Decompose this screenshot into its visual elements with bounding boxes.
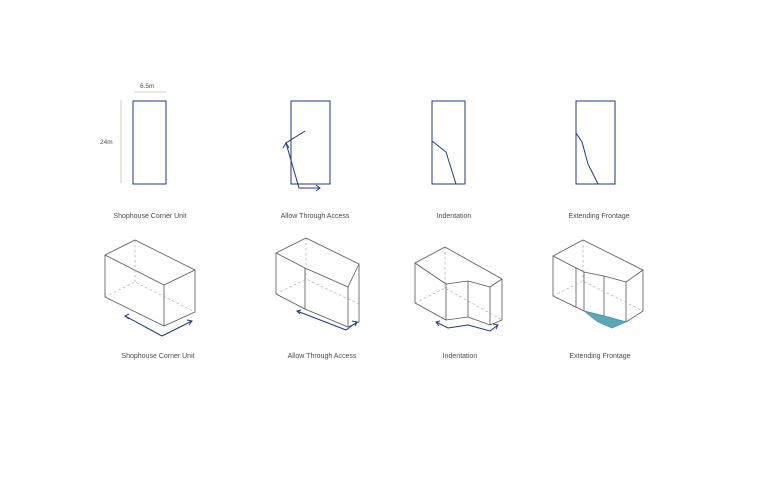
plan-label-1: Shophouse Corner Unit xyxy=(113,213,186,220)
axo-front-face-a xyxy=(552,256,585,312)
axo-through-access xyxy=(275,237,360,331)
axo-roof xyxy=(275,237,360,288)
plan-label-4: Extending Frontage xyxy=(568,213,629,220)
axo-frontage-extension xyxy=(583,310,627,329)
axo-roof xyxy=(552,239,644,283)
axo-indent-face xyxy=(445,281,469,321)
axo-indentation xyxy=(414,246,503,332)
axo-access-line xyxy=(296,310,358,331)
indent-line xyxy=(431,140,457,185)
width-dimension-label: 6.5m xyxy=(140,83,154,90)
axo-side-face xyxy=(489,279,503,326)
axo-roof xyxy=(104,239,196,286)
access-arrow-head-up xyxy=(282,142,290,149)
plan-through-access xyxy=(282,100,331,192)
axo-arrow-left xyxy=(296,309,302,315)
axo-front-face-a xyxy=(414,263,447,321)
axo-hidden-floor xyxy=(552,280,644,312)
axo-access-line xyxy=(124,315,193,337)
access-arrow-head-right xyxy=(315,184,321,192)
axo-corner-unit xyxy=(104,239,196,337)
axo-front-face-b xyxy=(304,287,349,328)
plan-outline xyxy=(290,100,331,185)
access-path xyxy=(285,130,320,189)
plan-label-3: Indentation xyxy=(437,213,472,220)
axo-arrow-left xyxy=(124,313,130,320)
axo-label-4: Extending Frontage xyxy=(569,353,630,360)
axo-side-face xyxy=(625,270,644,323)
axo-arrow-right xyxy=(351,320,358,327)
axo-label-2: Allow Through Access xyxy=(288,353,357,360)
plan-outline xyxy=(132,100,167,185)
plan-label-2: Allow Through Access xyxy=(281,213,350,220)
axo-arrow-right xyxy=(492,323,499,330)
axo-side-face xyxy=(163,270,196,327)
plan-extending-frontage xyxy=(575,100,616,185)
axo-arrow-right xyxy=(186,319,193,326)
axo-extending-frontage xyxy=(552,239,644,329)
axo-access-line xyxy=(435,321,499,332)
axo-label-3: Indentation xyxy=(443,353,478,360)
axo-front-face-a xyxy=(275,253,306,310)
plan-outline xyxy=(575,100,616,185)
axo-front-face-b xyxy=(583,276,605,317)
axo-front-face-c xyxy=(603,282,627,323)
height-dimension-label: 24m xyxy=(100,139,113,146)
axo-hidden-floor xyxy=(414,287,503,321)
axo-side-face xyxy=(347,264,360,328)
axo-arrow-left xyxy=(435,320,441,327)
dimension-markers: 6.5m 24m xyxy=(100,83,166,183)
plan-corner-unit xyxy=(132,100,167,185)
frontage-line xyxy=(575,132,599,185)
plan-outline xyxy=(431,100,466,185)
axo-front-face xyxy=(104,255,165,327)
axo-roof xyxy=(414,246,503,288)
axo-hidden-floor xyxy=(104,281,196,313)
axo-label-1: Shophouse Corner Unit xyxy=(121,353,194,360)
axo-front-face-b xyxy=(467,287,491,326)
plan-indentation xyxy=(431,100,466,185)
axo-hidden-floor xyxy=(275,278,360,305)
